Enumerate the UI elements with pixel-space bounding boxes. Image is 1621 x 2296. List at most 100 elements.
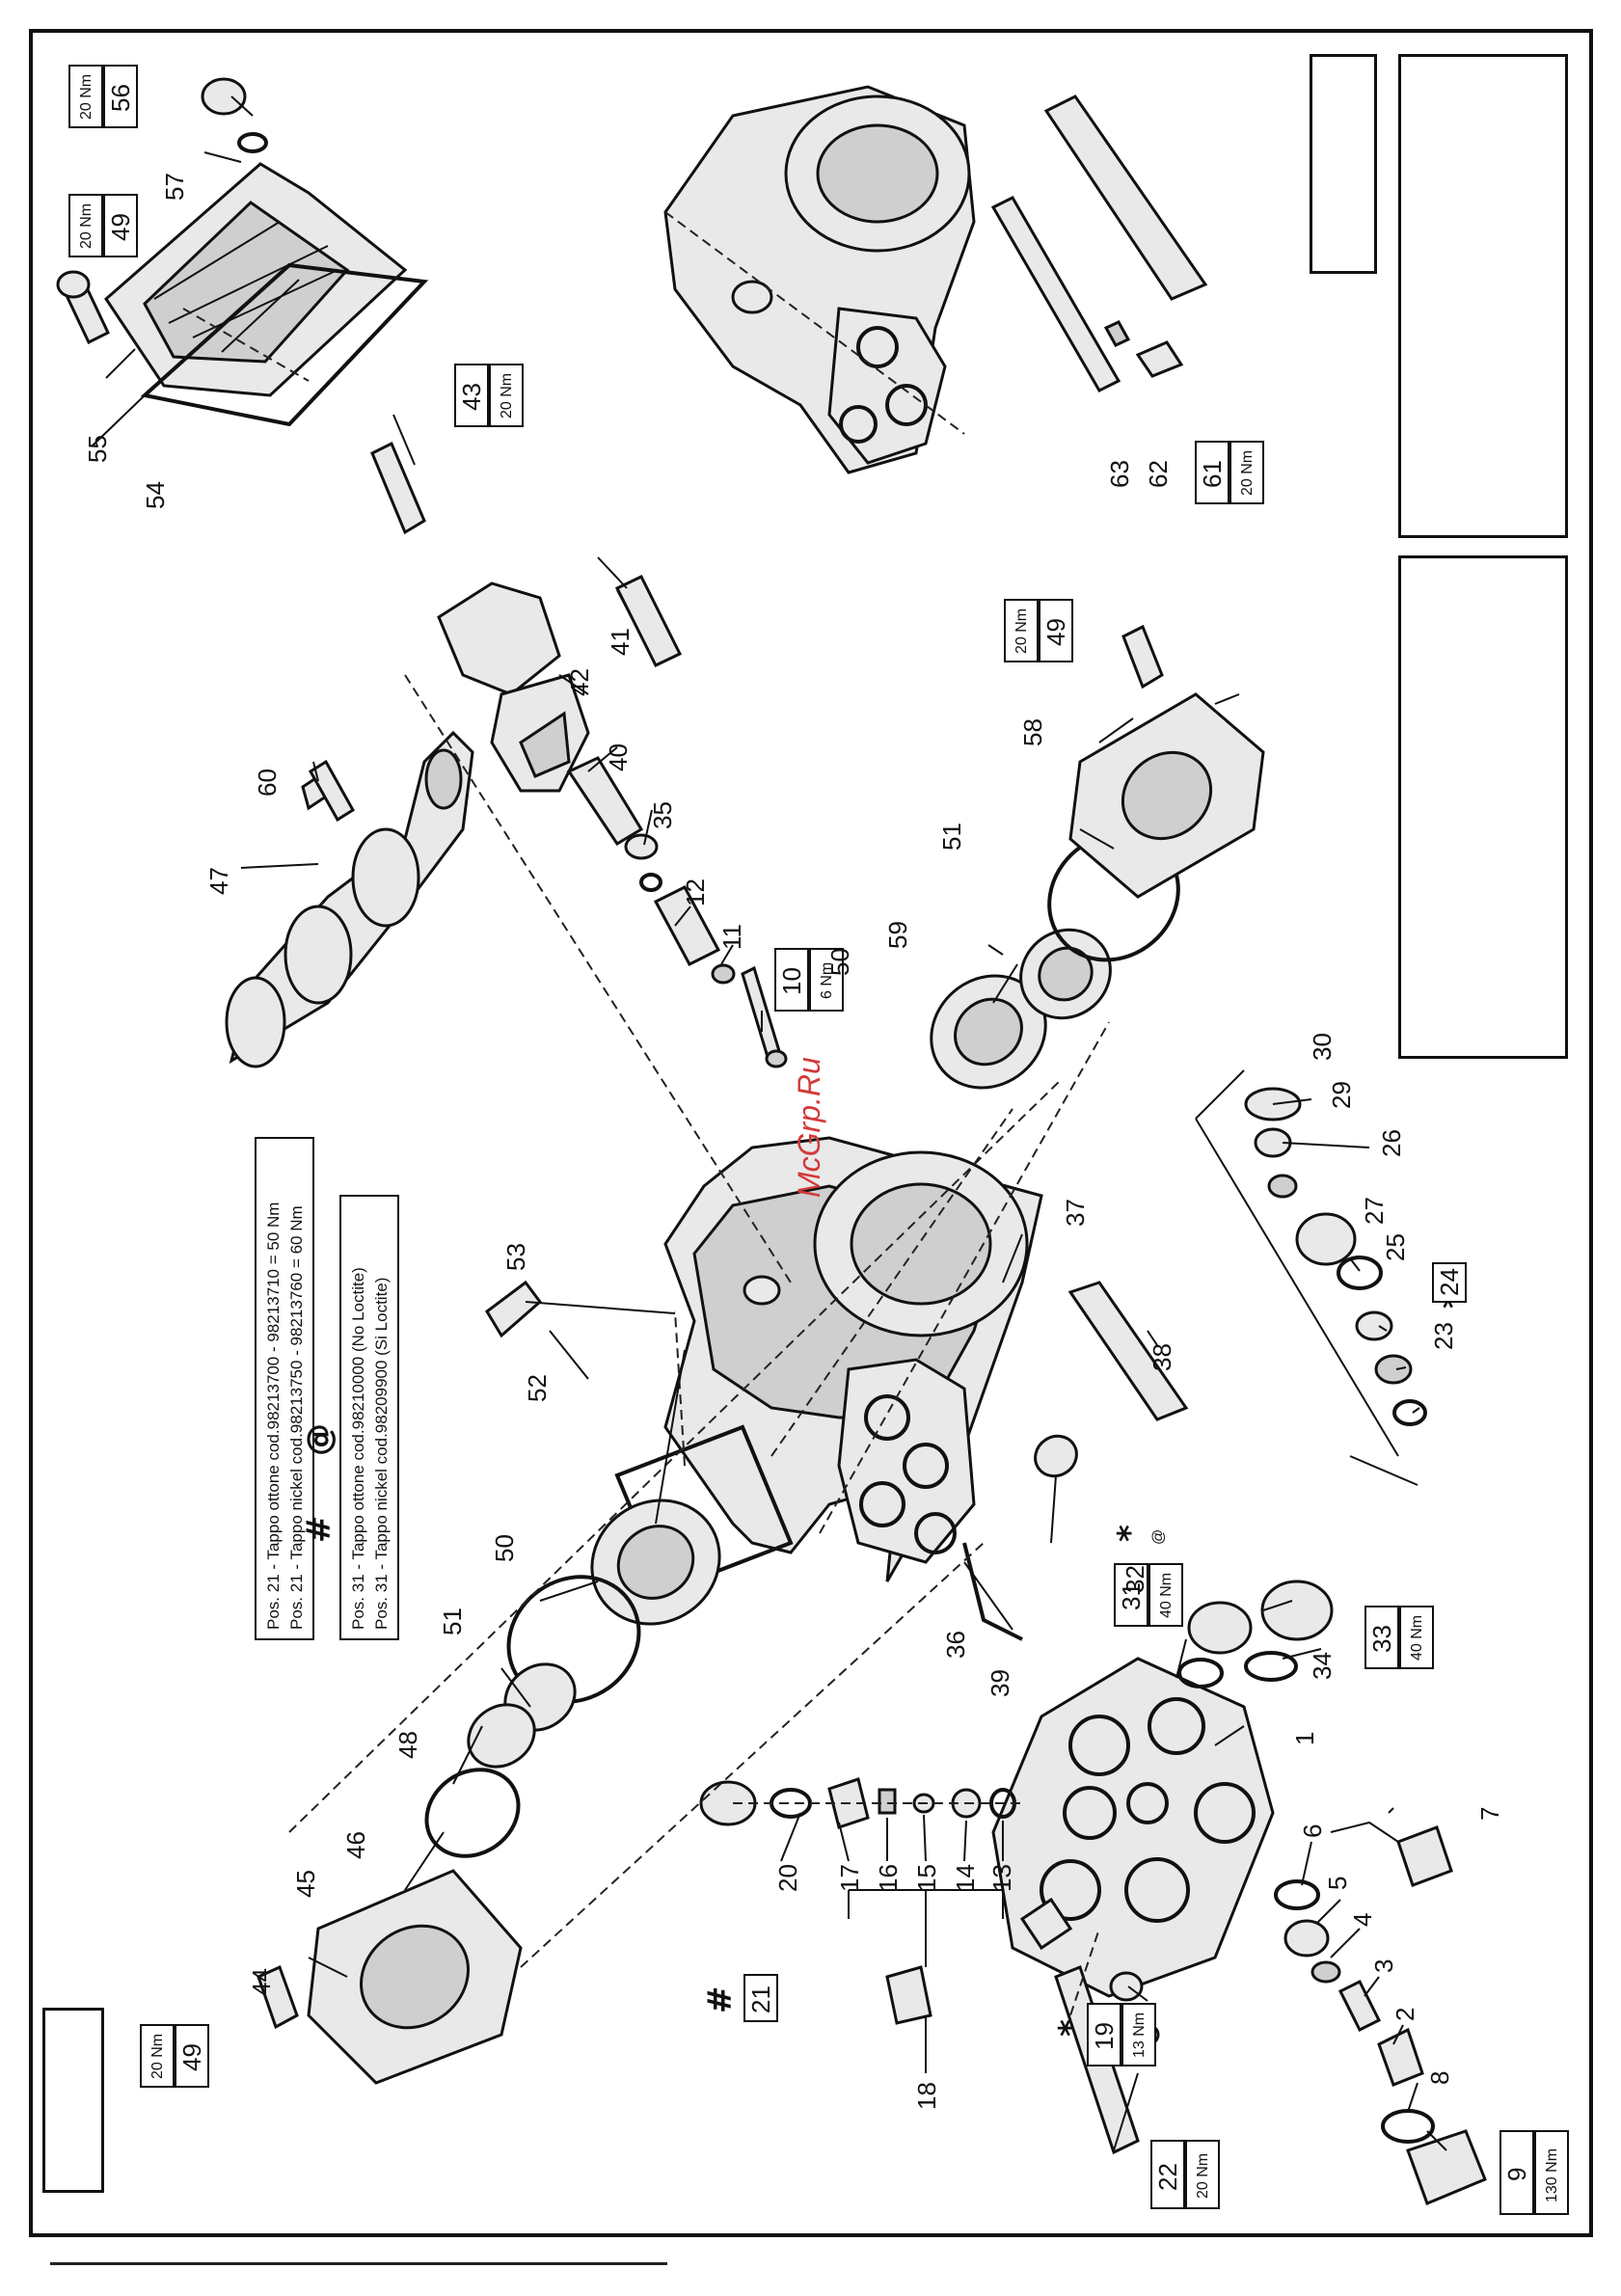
svg-text:40 Nm: 40 Nm: [1158, 1573, 1175, 1618]
marker-hash-21: #: [701, 1986, 740, 2014]
svg-text:20 Nm: 20 Nm: [78, 203, 95, 249]
label-11: 11: [717, 924, 746, 950]
label-29: 29: [1327, 1081, 1356, 1109]
title-block-large: [1398, 54, 1568, 538]
legend: Pos. 21 - Tappo ottone cod.98213700 - 98…: [255, 1137, 399, 1640]
fasteners-upper: [56, 77, 268, 345]
svg-text:130 Nm: 130 Nm: [1544, 2148, 1560, 2202]
plugs-31-33: [1177, 1580, 1334, 1688]
svg-text:13 Nm: 13 Nm: [1131, 2012, 1148, 2058]
label-58: 58: [1018, 718, 1047, 746]
label-45: 45: [291, 1870, 320, 1898]
label-8: 8: [1425, 2071, 1454, 2085]
label-27: 27: [1360, 1197, 1389, 1225]
label-26: 26: [1377, 1129, 1406, 1157]
svg-text:20 Nm: 20 Nm: [1239, 450, 1256, 496]
legend-pos31-line1: Pos. 31 - Tappo ottone cod.98210000 (No …: [349, 1267, 367, 1630]
boxed-label-10: 10 6 Nm: [774, 948, 844, 1012]
marker-at-32: @: [1150, 1529, 1167, 1545]
label-20: 20: [773, 1864, 802, 1892]
label-50: 50: [825, 948, 854, 976]
svg-text:20 Nm: 20 Nm: [1195, 2153, 1211, 2199]
label-23: 23: [1429, 1322, 1458, 1350]
gearbox-housing: [663, 85, 976, 474]
svg-text:40 Nm: 40 Nm: [1409, 1615, 1425, 1661]
svg-text:49: 49: [177, 2043, 206, 2071]
svg-text:10: 10: [777, 967, 806, 995]
boxed-label-49-top: 20 Nm 49: [68, 194, 138, 257]
svg-text:21: 21: [746, 1985, 775, 2013]
legend-pos21-line2: Pos. 21 - Tappo nickel cod.98213750 - 98…: [287, 1205, 306, 1630]
label-5: 5: [1323, 1877, 1352, 1890]
boxed-label-31: 31 40 Nm: [1114, 1563, 1183, 1627]
svg-text:56: 56: [106, 84, 135, 112]
assembly-axes: [182, 211, 1110, 2031]
svg-text:20 Nm: 20 Nm: [78, 74, 95, 120]
label-44: 44: [247, 1968, 276, 1996]
svg-text:9: 9: [1502, 2168, 1531, 2181]
boxed-label-19: 19 13 Nm: [1087, 2003, 1156, 2066]
label-62: 62: [1144, 460, 1173, 488]
svg-text:20 Nm: 20 Nm: [499, 373, 515, 419]
piston-assembly: [566, 756, 788, 1068]
valve-group-right: [1274, 1825, 1487, 2205]
label-39: 39: [986, 1669, 1014, 1697]
label-7: 7: [1475, 1807, 1504, 1821]
drawing-frame: [29, 29, 1593, 2237]
title-block-small: [1310, 54, 1377, 274]
manifold-head-1: [991, 1657, 1275, 2155]
label-14: 14: [951, 1864, 980, 1892]
label-16: 16: [874, 1864, 903, 1892]
svg-text:6 Nm: 6 Nm: [819, 962, 835, 999]
label-3: 3: [1369, 1959, 1398, 1973]
label-41: 41: [606, 628, 635, 656]
svg-text:22: 22: [1153, 2163, 1182, 2191]
label-42: 42: [565, 668, 594, 696]
legend-at-symbol: @: [300, 1423, 338, 1456]
label-12: 12: [681, 878, 710, 906]
label-63: 63: [1105, 460, 1134, 488]
misc-parts: [308, 759, 1189, 1641]
legend-pos21-line1: Pos. 21 - Tappo ottone cod.98213700 - 98…: [264, 1202, 283, 1630]
boxed-label-24: 24: [1432, 1262, 1467, 1303]
boxed-label-22: 22 20 Nm: [1150, 2140, 1220, 2209]
boxed-label-56: 20 Nm 56: [68, 65, 138, 128]
label-54: 54: [141, 481, 170, 509]
label-50-left: 50: [490, 1534, 519, 1562]
boxed-label-9: 9 130 Nm: [1499, 2130, 1569, 2215]
bearings-left: [257, 1424, 794, 2085]
label-60: 60: [253, 769, 282, 797]
boxed-label-43: 43 20 Nm: [454, 364, 524, 427]
svg-text:43: 43: [457, 383, 486, 411]
label-59: 59: [883, 921, 912, 949]
bearings-right: [930, 624, 1265, 1090]
label-25: 25: [1381, 1233, 1410, 1261]
title-block-notes: [1398, 555, 1568, 1059]
crankcase-37: [663, 1136, 1043, 1582]
watermark: McGrp.Ru: [792, 1057, 826, 1198]
label-1: 1: [1290, 1732, 1319, 1745]
label-55: 55: [83, 435, 112, 463]
footer-rule: [50, 2262, 667, 2265]
label-48: 48: [393, 1731, 422, 1759]
boxed-label-21: 21: [743, 1974, 778, 2022]
legend-hash-symbol: #: [300, 1516, 338, 1544]
leader-lines: [92, 95, 1447, 2151]
label-37: 37: [1061, 1199, 1090, 1227]
title-block-left: [42, 2008, 104, 2193]
svg-text:49: 49: [1041, 618, 1070, 646]
svg-text:24: 24: [1435, 1268, 1464, 1296]
label-40: 40: [604, 743, 633, 771]
marker-star-19: *: [1052, 2019, 1091, 2037]
legend-pos31-line2: Pos. 31 - Tappo nickel cod.98209900 (Si …: [372, 1278, 391, 1630]
label-32: 32: [1121, 1565, 1149, 1593]
crankshaft-47: [225, 730, 474, 1068]
label-53: 53: [501, 1243, 530, 1271]
boxed-label-49-left: 20 Nm 49: [140, 2024, 209, 2088]
svg-text:31: 31: [1117, 1582, 1146, 1610]
svg-text:19: 19: [1090, 2022, 1119, 2050]
label-35: 35: [648, 801, 677, 829]
label-38: 38: [1148, 1343, 1176, 1371]
label-36: 36: [941, 1631, 970, 1659]
